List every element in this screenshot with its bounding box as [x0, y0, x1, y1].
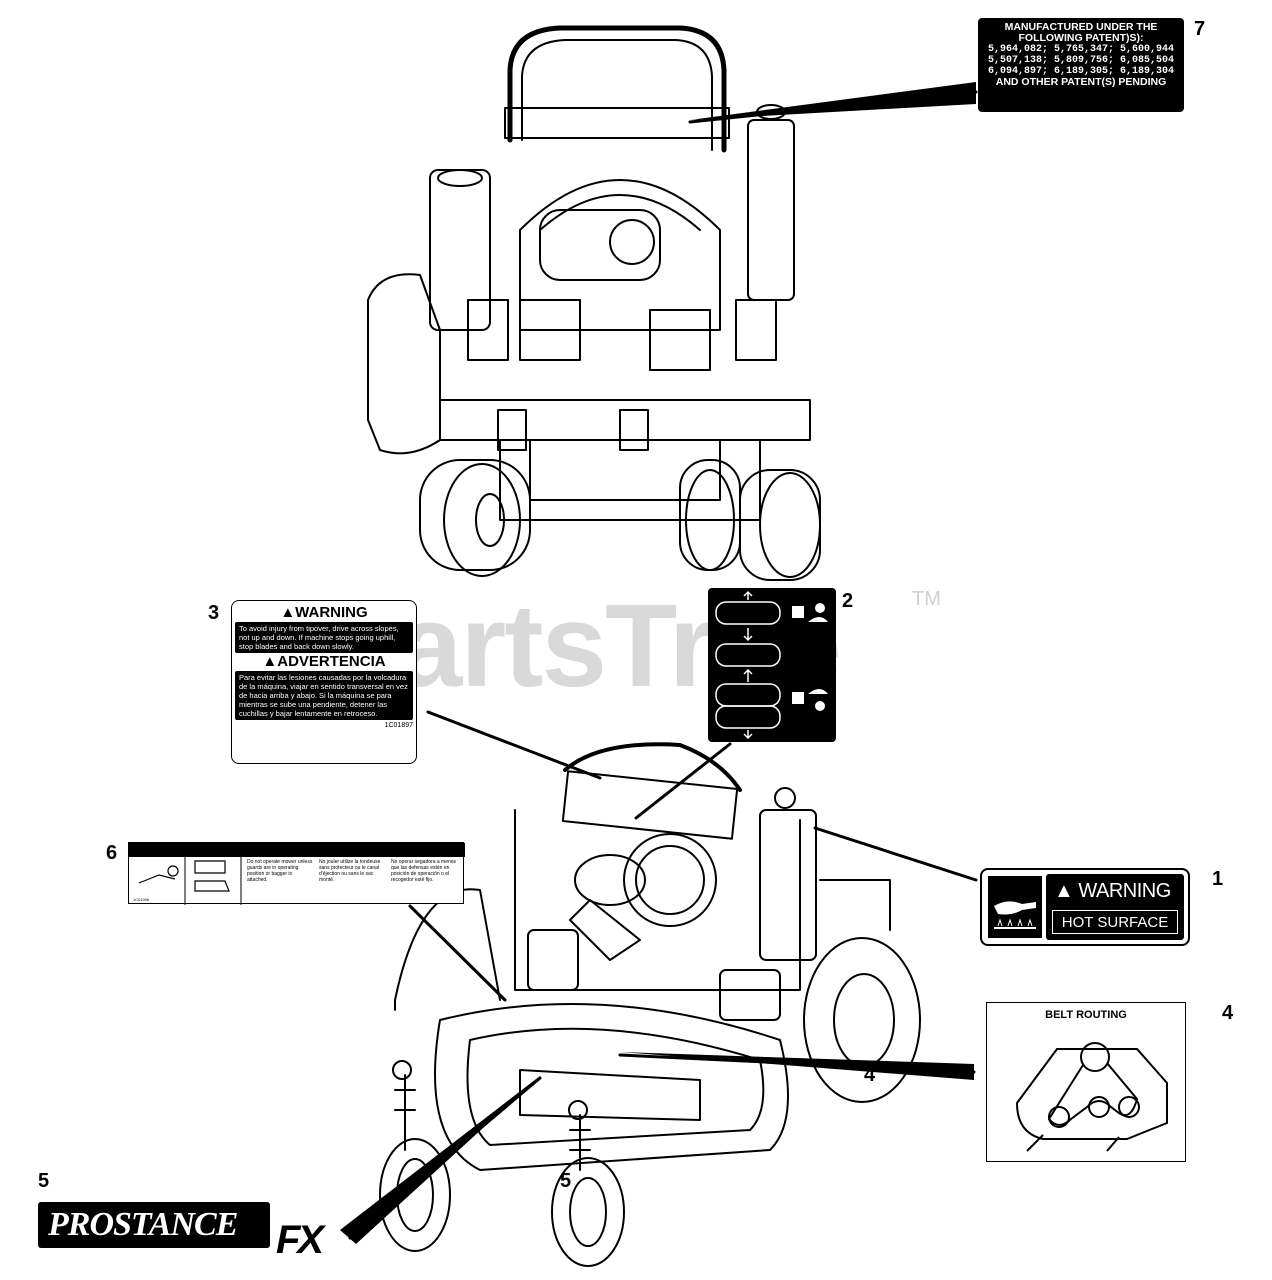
warning-heading: ▲ WARNING	[1054, 880, 1171, 902]
warning-heading: ▲WARNING	[280, 604, 368, 621]
brand-text: PROSTANCE	[48, 1206, 238, 1243]
control-icons	[792, 603, 828, 711]
callout-4: 4	[1222, 1002, 1234, 1024]
brand-suffix: FX	[276, 1218, 324, 1262]
tipover-warning-decal: ▲WARNING To avoid injury from tipover, d…	[231, 600, 417, 764]
belt-routing-decal: BELT ROUTING	[986, 1002, 1186, 1162]
guard-text-es: No operar segadora a menos que las defen…	[391, 859, 457, 883]
control-decal	[708, 588, 836, 742]
belt-routing-diagram	[1015, 1042, 1168, 1152]
callout-1: 1	[1212, 868, 1224, 890]
rear-view-mower	[367, 25, 821, 581]
patent-decal: MANUFACTURED UNDER THE FOLLOWING PATENT)…	[978, 18, 1184, 112]
hot-surface-text: HOT SURFACE	[1052, 910, 1178, 934]
callout-3: 3	[208, 602, 220, 624]
hot-surface-decal: ▲ WARNING HOT SURFACE	[980, 868, 1190, 946]
logo-box: PROSTANCE	[38, 1202, 270, 1248]
warning-panel: ▲ WARNING HOT SURFACE	[1046, 874, 1184, 940]
decal-code: 1C01006	[133, 897, 150, 902]
patent-line-1: 5,964,082; 5,765,347; 5,600,944	[987, 44, 1175, 55]
front-view-mower	[379, 742, 921, 1267]
patent-line-2: 5,507,138; 5,809,756; 6,085,504	[987, 55, 1175, 66]
warning-triangle-icon: ▲	[262, 653, 278, 670]
callout-2: 2	[842, 590, 854, 612]
belt-routing-title: BELT ROUTING	[1045, 1009, 1127, 1021]
prostance-logo: PROSTANCE FX	[38, 1202, 348, 1262]
callout-7: 7	[1194, 18, 1206, 40]
warning-triangle-icon: ▲	[1054, 880, 1074, 902]
leader-wedges	[340, 82, 976, 1244]
hand-burn-icon	[988, 876, 1042, 938]
callout-deck-5: 5	[560, 1170, 572, 1192]
guard-text-en: Do not operate mower unless guards are i…	[247, 859, 313, 883]
warning-triangle-icon: ▲	[280, 604, 296, 621]
callout-6: 6	[106, 842, 118, 864]
patent-line-3: 6,094,897; 6,189,305; 6,189,304	[987, 66, 1175, 77]
guard-text-fr: No jouler utilize la tondeuse sans prote…	[319, 859, 381, 883]
warning-text: To avoid injury from tipover, drive acro…	[235, 622, 413, 653]
advertencia-heading: ▲ADVERTENCIA	[262, 653, 386, 670]
watermark-trademark: TM	[912, 588, 941, 610]
callout-deck-4: 4	[864, 1064, 876, 1086]
callout-5: 5	[38, 1170, 50, 1192]
patent-footer: AND OTHER PATENT(S) PENDING	[995, 76, 1167, 88]
advertencia-text: Para evitar las lesiones causadas por la…	[235, 671, 413, 720]
guard-warning-decal: Do not operate mower unless guards are i…	[128, 842, 465, 905]
patent-title: MANUFACTURED UNDER THE FOLLOWING PATENT)…	[1004, 21, 1158, 44]
decal-code: 1C01897	[384, 722, 413, 729]
